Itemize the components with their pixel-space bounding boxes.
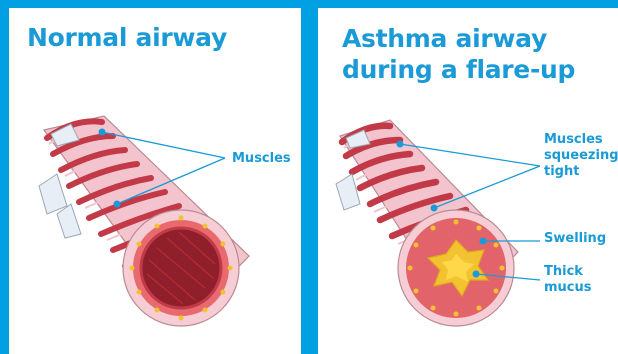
leader-dot — [431, 205, 438, 212]
leader-dot — [473, 271, 480, 278]
asthma-airway-illustration — [318, 8, 618, 354]
asthma-airway-tube — [336, 120, 518, 326]
thick-mucus-label: Thick mucus — [544, 264, 618, 296]
leader-dot — [480, 238, 487, 245]
cartilage-piece — [39, 174, 67, 214]
cartilage-piece — [57, 204, 81, 238]
leader-dot — [99, 129, 106, 136]
normal-airway-tube — [39, 116, 249, 326]
normal-airway-panel: Normal airway — [9, 8, 301, 354]
leader-dot — [114, 201, 121, 208]
muscles-squeezing-label: Muscles squeezing tight — [544, 132, 618, 180]
normal-airway-illustration — [9, 8, 301, 354]
asthma-airway-panel: Asthma airway during a flare-up — [318, 8, 618, 354]
leader-dot — [397, 141, 404, 148]
swelling-label: Swelling — [544, 231, 606, 247]
muscles-label: Muscles — [232, 151, 291, 167]
